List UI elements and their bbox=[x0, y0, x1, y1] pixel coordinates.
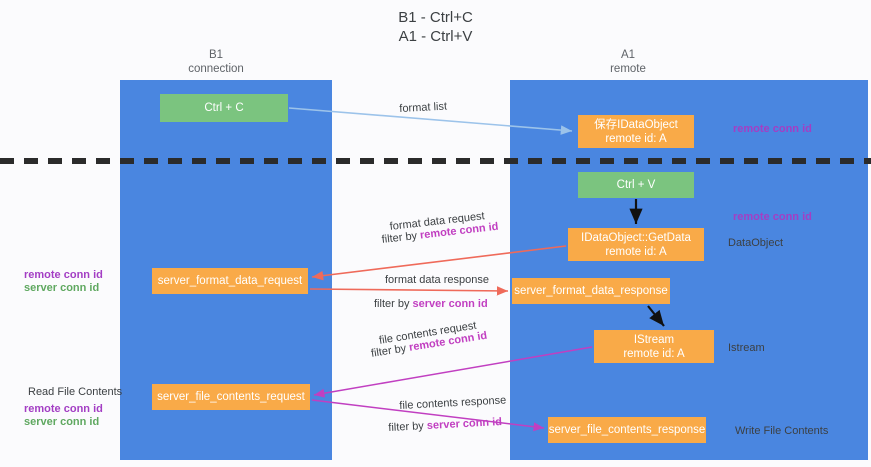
annotation-left-remote-conn-id-1: remote conn id bbox=[24, 269, 103, 281]
filter-prefix-2: filter by bbox=[374, 298, 413, 310]
edge-label-format-data-response-filter: filter by server conn id bbox=[374, 297, 488, 311]
node-ctrl-c[interactable]: Ctrl + C bbox=[160, 94, 288, 122]
filter-prefix-4: filter by bbox=[388, 419, 428, 434]
node-ctrl-v[interactable]: Ctrl + V bbox=[578, 172, 694, 198]
node-server-file-contents-response-label: server_file_contents_response bbox=[548, 424, 706, 436]
column-header-a1: A1 remote bbox=[548, 48, 708, 76]
filter-key-server-conn-id-1: server conn id bbox=[412, 298, 488, 310]
node-server-file-contents-response[interactable]: server_file_contents_response bbox=[548, 417, 706, 443]
node-server-format-data-response-label: server_format_data_response bbox=[514, 285, 668, 297]
node-server-format-data-request[interactable]: server_format_data_request bbox=[152, 268, 308, 294]
filter-prefix-1: filter by bbox=[381, 229, 421, 246]
page-title: B1 - Ctrl+C A1 - Ctrl+V bbox=[0, 8, 871, 46]
annotation-left-server-conn-id-1: server conn id bbox=[24, 282, 100, 294]
annotation-istream: Istream bbox=[728, 342, 765, 354]
node-getdata-label: IDataObject::GetData bbox=[581, 231, 691, 244]
edge-label-format-list: format list bbox=[399, 100, 448, 115]
column-header-a1-role: remote bbox=[610, 63, 646, 75]
node-getdata[interactable]: IDataObject::GetData remote id: A bbox=[568, 228, 704, 261]
column-header-b1: B1 connection bbox=[146, 48, 286, 76]
title-line-1: B1 - Ctrl+C bbox=[398, 9, 473, 26]
edge-label-format-data-response: format data response bbox=[385, 274, 489, 286]
column-header-b1-role: connection bbox=[188, 63, 244, 75]
annotation-read-file-contents: Read File Contents bbox=[28, 386, 123, 398]
column-header-b1-name: B1 bbox=[208, 49, 224, 61]
node-ctrl-c-label: Ctrl + C bbox=[204, 102, 244, 114]
edge-format-data-response bbox=[309, 286, 509, 296]
edge-label-file-contents-response-filter: filter by server conn id bbox=[388, 415, 502, 435]
column-header-a1-name: A1 bbox=[620, 49, 636, 61]
node-istream[interactable]: IStream remote id: A bbox=[594, 330, 714, 363]
phase-divider bbox=[0, 158, 871, 164]
annotation-left-server-conn-id-2: server conn id bbox=[24, 416, 100, 428]
annotation-dataobject: DataObject bbox=[728, 237, 784, 249]
title-line-2: A1 - Ctrl+V bbox=[398, 28, 473, 45]
node-dataobject-sub: remote id: A bbox=[605, 132, 667, 145]
node-server-file-contents-request-label: server_file_contents_request bbox=[157, 391, 305, 403]
node-getdata-sub: remote id: A bbox=[605, 245, 667, 258]
node-istream-sub: remote id: A bbox=[623, 347, 685, 360]
annotation-write-file-contents: Write File Contents bbox=[735, 425, 829, 437]
annotation-remote-conn-id-mid: remote conn id bbox=[733, 211, 812, 223]
node-server-format-data-request-label: server_format_data_request bbox=[157, 275, 303, 287]
node-dataobject-label: 保存IDataObject bbox=[594, 118, 678, 131]
filter-prefix-3: filter by bbox=[370, 341, 411, 360]
node-server-format-data-response[interactable]: server_format_data_response bbox=[512, 278, 670, 304]
node-istream-label: IStream bbox=[633, 333, 675, 346]
annotation-left-remote-conn-id-2: remote conn id bbox=[24, 403, 103, 415]
node-dataobject[interactable]: 保存IDataObject remote id: A bbox=[578, 115, 694, 148]
filter-key-server-conn-id-2: server conn id bbox=[426, 416, 503, 432]
node-ctrl-v-label: Ctrl + V bbox=[616, 179, 656, 191]
edge-label-file-contents-response: file contents response bbox=[399, 394, 507, 412]
node-server-file-contents-request[interactable]: server_file_contents_request bbox=[152, 384, 310, 410]
annotation-remote-conn-id-top: remote conn id bbox=[733, 123, 812, 135]
